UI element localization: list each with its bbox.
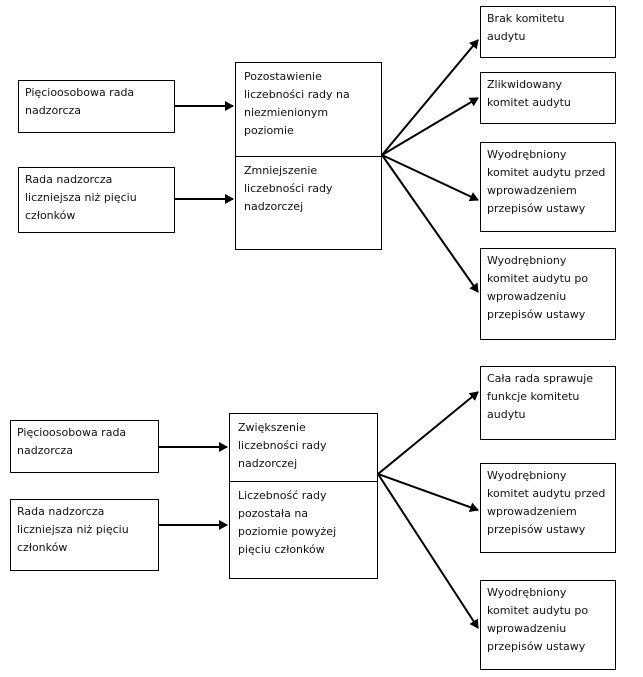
- top-left-box-1: Pięcioosobowa rada nadzorcza: [18, 80, 175, 133]
- arrow-top-right-1: [381, 39, 479, 156]
- top-left-box-2: Rada nadzorcza liczniejsza niż pięciu cz…: [18, 167, 175, 233]
- bottom-right-box-1: Cała rada sprawuje funkcje komitetu audy…: [480, 366, 616, 440]
- bottom-left-box-1: Pięcioosobowa rada nadzorcza: [10, 420, 159, 473]
- bottom-middle-divider: [230, 481, 377, 482]
- arrow-top-right-2: [381, 97, 479, 156]
- bottom-middle-box: Zwiększenie liczebności rady nadzorczej …: [229, 413, 378, 579]
- top-right-box-2: Zlikwidowany komitet audytu: [480, 72, 616, 124]
- top-middle-divider: [236, 156, 381, 157]
- bottom-left-box-2: Rada nadzorcza liczniejsza niż pięciu cz…: [10, 499, 159, 571]
- arrow-top-right-4: [381, 154, 479, 293]
- bottom-right-box-3: Wyodrębniony komitet audytu po wprowadze…: [480, 580, 616, 670]
- top-right-box-4: Wyodrębniony komitet audytu po wprowadze…: [480, 248, 616, 340]
- top-middle-box: Pozostawienie liczebności rady na niezmi…: [235, 62, 382, 250]
- top-middle-upper-text: Pozostawienie liczebności rady na niezmi…: [244, 70, 350, 137]
- bottom-middle-upper-text: Zwiększenie liczebności rady nadzorczej: [238, 421, 327, 470]
- arrow-top-right-3: [381, 154, 479, 202]
- bottom-right-box-2: Wyodrębniony komitet audytu przed wprowa…: [480, 463, 616, 553]
- top-middle-lower-text: Zmniejszenie liczebności rady nadzorczej: [244, 164, 333, 213]
- arrow-bottom-right-1: [377, 391, 479, 475]
- arrow-bottom-right-2: [377, 473, 479, 512]
- bottom-middle-lower-text: Liczebność rady pozostała na poziomie po…: [238, 489, 337, 556]
- top-right-box-1: Brak komitetu audytu: [480, 6, 616, 58]
- arrow-bottom-right-3: [377, 473, 479, 629]
- top-right-box-3: Wyodrębniony komitet audytu przed wprowa…: [480, 142, 616, 232]
